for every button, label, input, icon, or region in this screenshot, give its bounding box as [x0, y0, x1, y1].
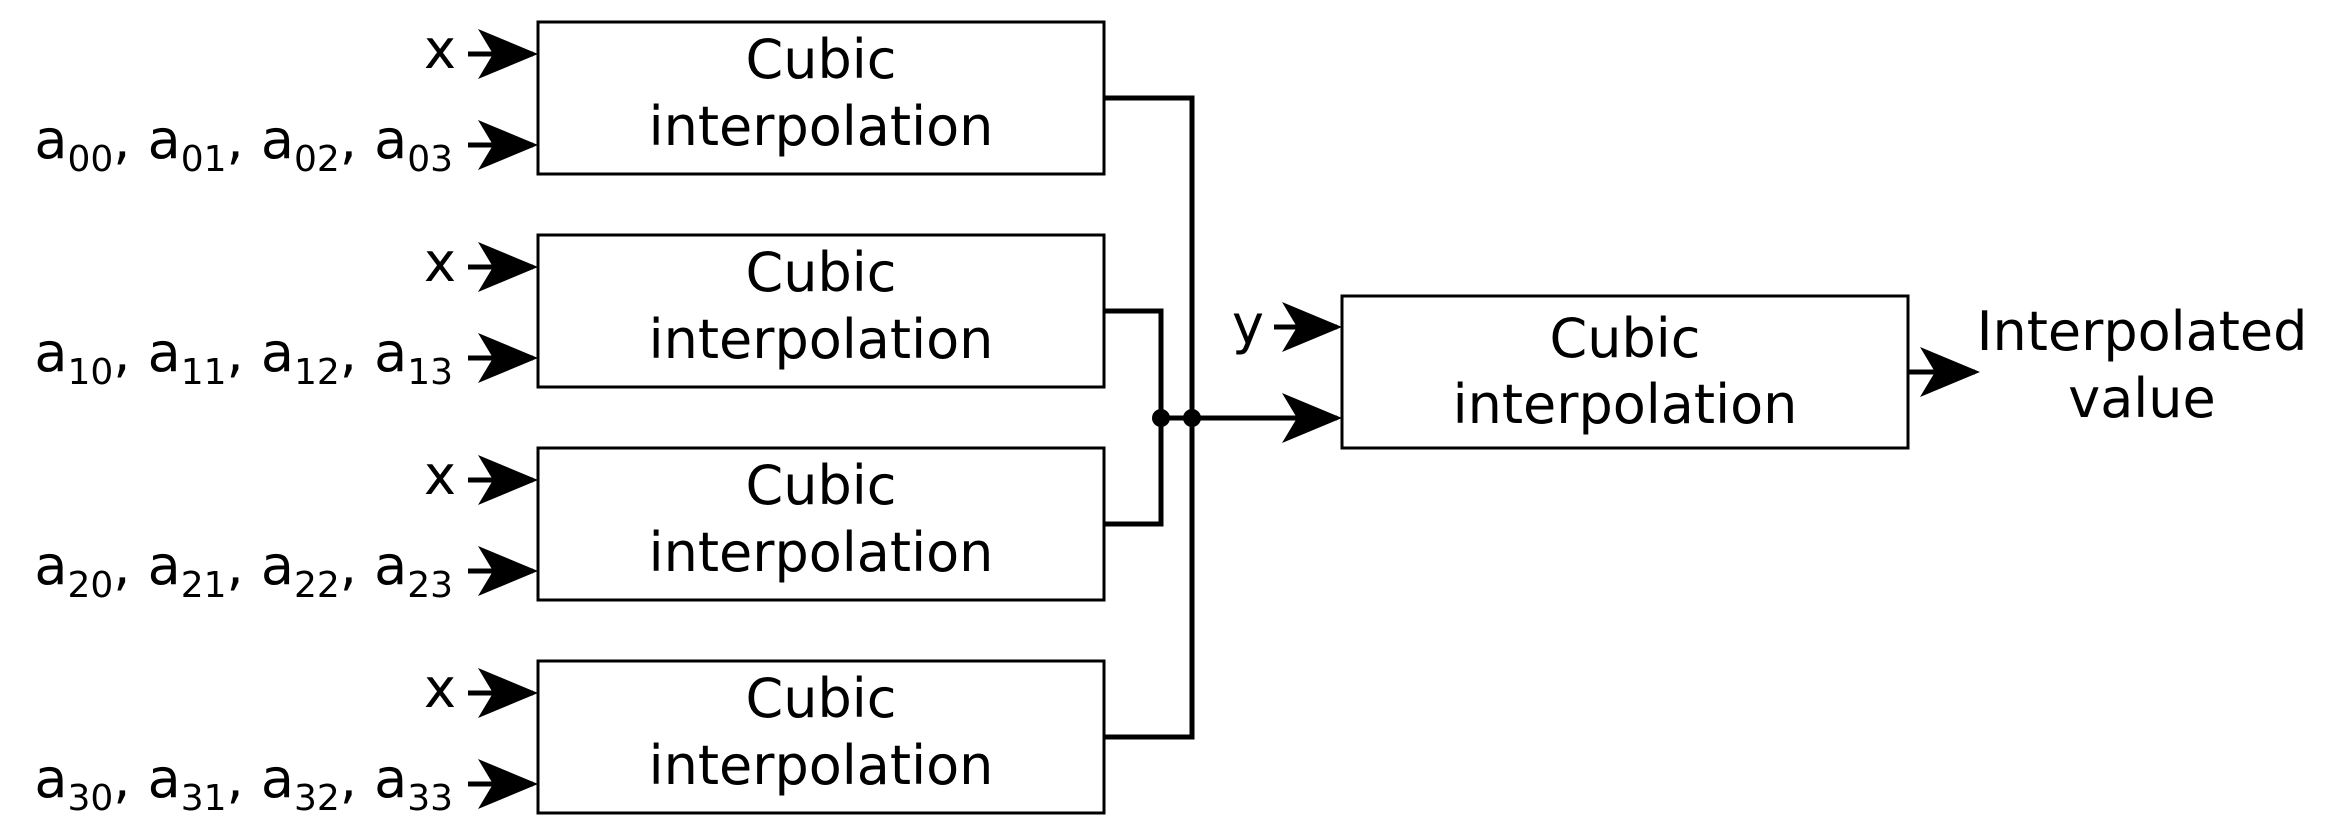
final-cubic-block-box [1340, 294, 1910, 450]
final-cubic-block-line1: Cubic [1550, 307, 1701, 370]
cubic-block-4-box [536, 659, 1106, 815]
block-3-x-input-label: x [424, 444, 456, 507]
block-3-coeff-label: a20, a21, a22, a23 [34, 534, 453, 606]
block-2-coeff-label: a10, a11, a12, a13 [34, 321, 453, 393]
output-label-line1: Interpolated [1977, 300, 2308, 363]
cubic-block-1: Cubic interpolation [536, 20, 1106, 176]
block-1-x-input-label: x [424, 18, 456, 81]
cubic-block-2: Cubic interpolation [536, 233, 1106, 389]
cubic-block-3-line1: Cubic [746, 454, 897, 517]
junction-dot-left [1152, 409, 1170, 427]
final-cubic-block: Cubic interpolation [1340, 294, 1910, 450]
final-cubic-block-line2: interpolation [1453, 373, 1798, 436]
block-2-x-input-label: x [424, 231, 456, 294]
cubic-block-1-line1: Cubic [746, 28, 897, 91]
cubic-block-4-line1: Cubic [746, 667, 897, 730]
block-1-coeff-label: a00, a01, a02, a03 [34, 108, 453, 180]
cubic-block-4: Cubic interpolation [536, 659, 1106, 815]
cubic-block-3: Cubic interpolation [536, 446, 1106, 602]
final-y-input-label: y [1232, 293, 1264, 356]
cubic-block-2-box [536, 233, 1106, 389]
block-4-x-input-label: x [424, 657, 456, 720]
cubic-block-1-line2: interpolation [649, 95, 994, 158]
cubic-block-2-line1: Cubic [746, 241, 897, 304]
block-2-output-wire [1104, 308, 1164, 418]
cubic-block-3-line2: interpolation [649, 521, 994, 584]
block-4-output-wire [1104, 418, 1195, 740]
block-1-output-wire [1104, 95, 1195, 418]
cubic-block-1-box [536, 20, 1106, 176]
junction-dot-right [1183, 409, 1201, 427]
output-label-line2: value [2068, 367, 2216, 430]
cubic-block-2-line2: interpolation [649, 308, 994, 371]
block-4-coeff-label: a30, a31, a32, a33 [34, 747, 453, 819]
cubic-block-3-box [536, 446, 1106, 602]
block-3-output-wire [1104, 418, 1164, 527]
cubic-block-4-line2: interpolation [649, 734, 994, 797]
